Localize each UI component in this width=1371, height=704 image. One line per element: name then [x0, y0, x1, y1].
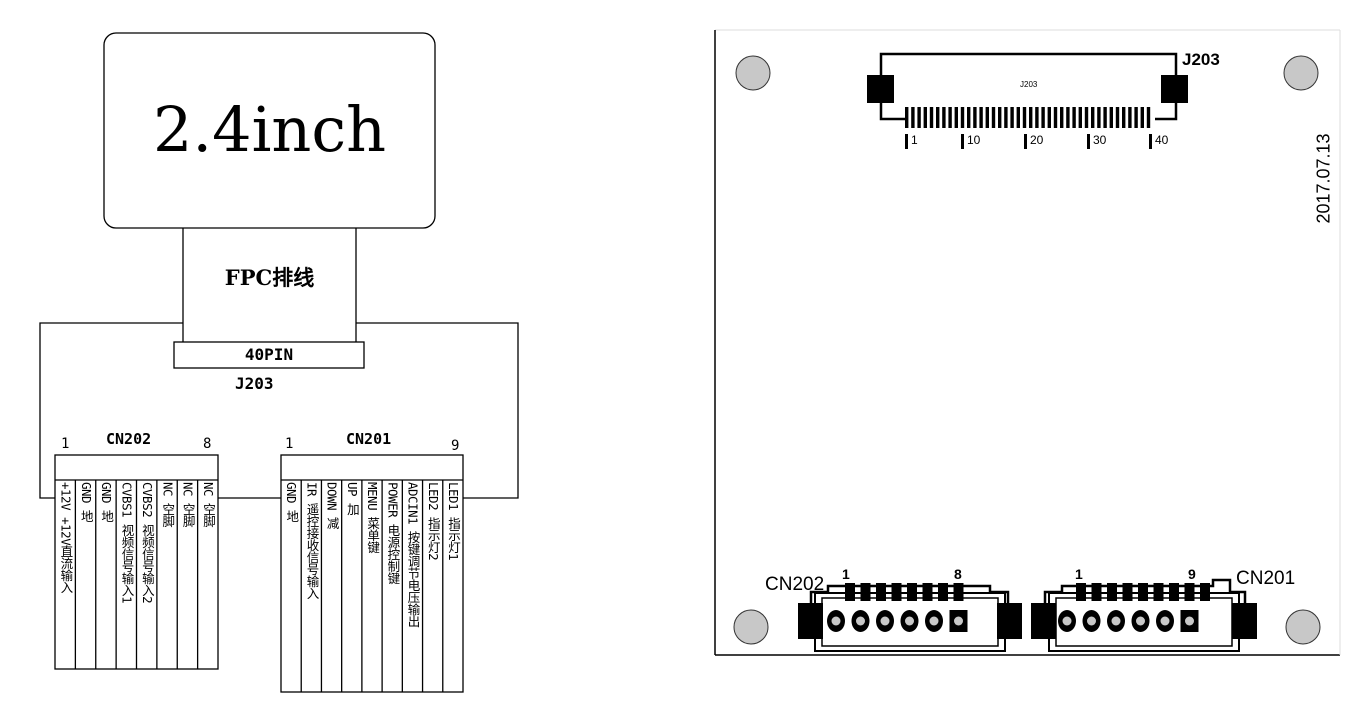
- pcb-cn201-label: CN201: [1236, 568, 1296, 589]
- pin-mark-tick: [1024, 134, 1027, 149]
- j203-pin: [1022, 107, 1027, 128]
- j203-pin: [1115, 107, 1120, 128]
- cn202-pin-label: NC 空脚: [201, 482, 216, 528]
- pin-mark-label: 20: [1030, 133, 1044, 147]
- pcb-cn202-last-pin: 8: [954, 566, 962, 582]
- cn201-pin-label: UP 加: [344, 482, 360, 516]
- wire-left: [39, 322, 183, 499]
- j203-pin: [998, 107, 1002, 128]
- cn202-title: CN202: [106, 430, 152, 448]
- j203-pin: [991, 107, 996, 128]
- j203-pin: [1047, 107, 1051, 128]
- j203-pin: [1140, 107, 1144, 128]
- cn202-pin-label: NC 空脚: [180, 482, 196, 528]
- cn202-last-pin: 8: [203, 436, 212, 452]
- pin-mark-label: 10: [967, 133, 981, 147]
- mounting-hole: [1285, 609, 1321, 645]
- 40pin-box: [173, 341, 365, 369]
- j203-pin: [917, 107, 921, 128]
- mounting-hole: [733, 609, 769, 645]
- cn201-last-pin: 9: [451, 438, 460, 454]
- cn201-pin-label: DOWN 减: [324, 482, 340, 530]
- cn202-pin-label: NC 空脚: [160, 482, 176, 528]
- pcb-j203-silk: J203: [1020, 80, 1038, 89]
- j203-footprint: [867, 52, 1188, 149]
- 40pin-label: 40PIN: [244, 345, 294, 364]
- pin-mark-tick: [1087, 134, 1090, 149]
- j203-pin: [942, 107, 946, 128]
- cn201-pin-label: POWER 电源控制键: [385, 482, 401, 585]
- cn202-pin-label: CVBS2 视频信号输入2: [139, 482, 155, 604]
- cn201-pin-label: LED1 指示灯1: [445, 482, 461, 561]
- j203-pin: [948, 107, 952, 128]
- pcb-board: [714, 29, 1341, 656]
- cn202-pin-label: CVBS1 视频信号输入1: [119, 482, 135, 604]
- pcb-cn201-last-pin: 9: [1188, 566, 1196, 582]
- j203-pin: [929, 107, 934, 128]
- cn201-title: CN201: [346, 430, 392, 448]
- mounting-hole: [1283, 55, 1319, 91]
- j203-pin: [1122, 107, 1126, 128]
- screen-size-label: 2.4inch: [152, 93, 386, 166]
- j203-pin: [1004, 107, 1008, 128]
- pin-mark-tick: [961, 134, 964, 149]
- cn201-pin-label: GND 地: [284, 482, 300, 523]
- j203-pin: [1041, 107, 1045, 128]
- j203-pin: [1134, 107, 1138, 128]
- cn202-pin-label: +12V +12V直流输入: [58, 482, 74, 594]
- cn201-footprint: [1031, 578, 1257, 652]
- j203-ref-label: J203: [235, 374, 274, 393]
- j203-pin: [923, 107, 927, 128]
- j203-pin: [1016, 107, 1020, 128]
- j203-pin: [954, 107, 958, 128]
- pcb-date: 2017.07.13: [1313, 133, 1334, 224]
- j203-pin: [1078, 107, 1082, 128]
- pcb-cn202-label: CN202: [765, 574, 825, 595]
- j203-pin: [973, 107, 977, 128]
- cn202-footprint: [798, 583, 1022, 652]
- j203-pin: [1103, 107, 1107, 128]
- cn201-pin-label: IR 遥控接收信号输入: [304, 482, 320, 600]
- cn202-first-pin: 1: [61, 436, 70, 452]
- j203-pin: [1146, 107, 1151, 128]
- cn201-pin-label: LED2 指示灯2: [425, 482, 441, 561]
- j203-pin: [1010, 107, 1014, 128]
- j203-pin: [1060, 107, 1064, 128]
- j203-pin: [1066, 107, 1070, 128]
- wire-right: [356, 322, 519, 499]
- pin-mark-label: 1: [911, 133, 918, 147]
- pin-mark-label: 30: [1093, 133, 1107, 147]
- cn202-pin-label: GND 地: [99, 482, 115, 523]
- j203-pin: [979, 107, 983, 128]
- cn201-box: [280, 454, 464, 693]
- pin-mark-tick: [905, 134, 908, 149]
- j203-pin: [936, 107, 940, 128]
- j203-pin: [1109, 107, 1113, 128]
- pin-mark-label: 40: [1155, 133, 1169, 147]
- j203-pin: [1084, 107, 1089, 128]
- cn202-pin-label: GND 地: [78, 482, 94, 523]
- j203-pin: [1097, 107, 1101, 128]
- j203-pin: [1072, 107, 1076, 128]
- j203-pin: [967, 107, 971, 128]
- mounting-hole: [735, 55, 771, 91]
- cn201-pin-label: MENU 菜单键: [365, 482, 381, 554]
- j203-pin: [1029, 107, 1033, 128]
- pcb-j203-label: J203: [1182, 50, 1220, 69]
- cn201-pin-label: ADCIN1 按键调节电压输出: [405, 482, 421, 628]
- cn201-first-pin: 1: [285, 436, 294, 452]
- j203-pin: [905, 107, 909, 128]
- pcb-cn202-first-pin: 1: [842, 566, 850, 582]
- pcb-cn201-first-pin: 1: [1075, 566, 1083, 582]
- j203-pin: [960, 107, 965, 128]
- j203-pin: [1128, 107, 1132, 128]
- pin-mark-tick: [1149, 134, 1152, 149]
- fpc-label: FPC排线: [224, 265, 315, 290]
- j203-pin: [985, 107, 989, 128]
- screen-box: [103, 32, 436, 229]
- j203-pin: [1035, 107, 1039, 128]
- j203-pin: [1091, 107, 1095, 128]
- j203-pin: [911, 107, 915, 128]
- j203-pin: [1053, 107, 1058, 128]
